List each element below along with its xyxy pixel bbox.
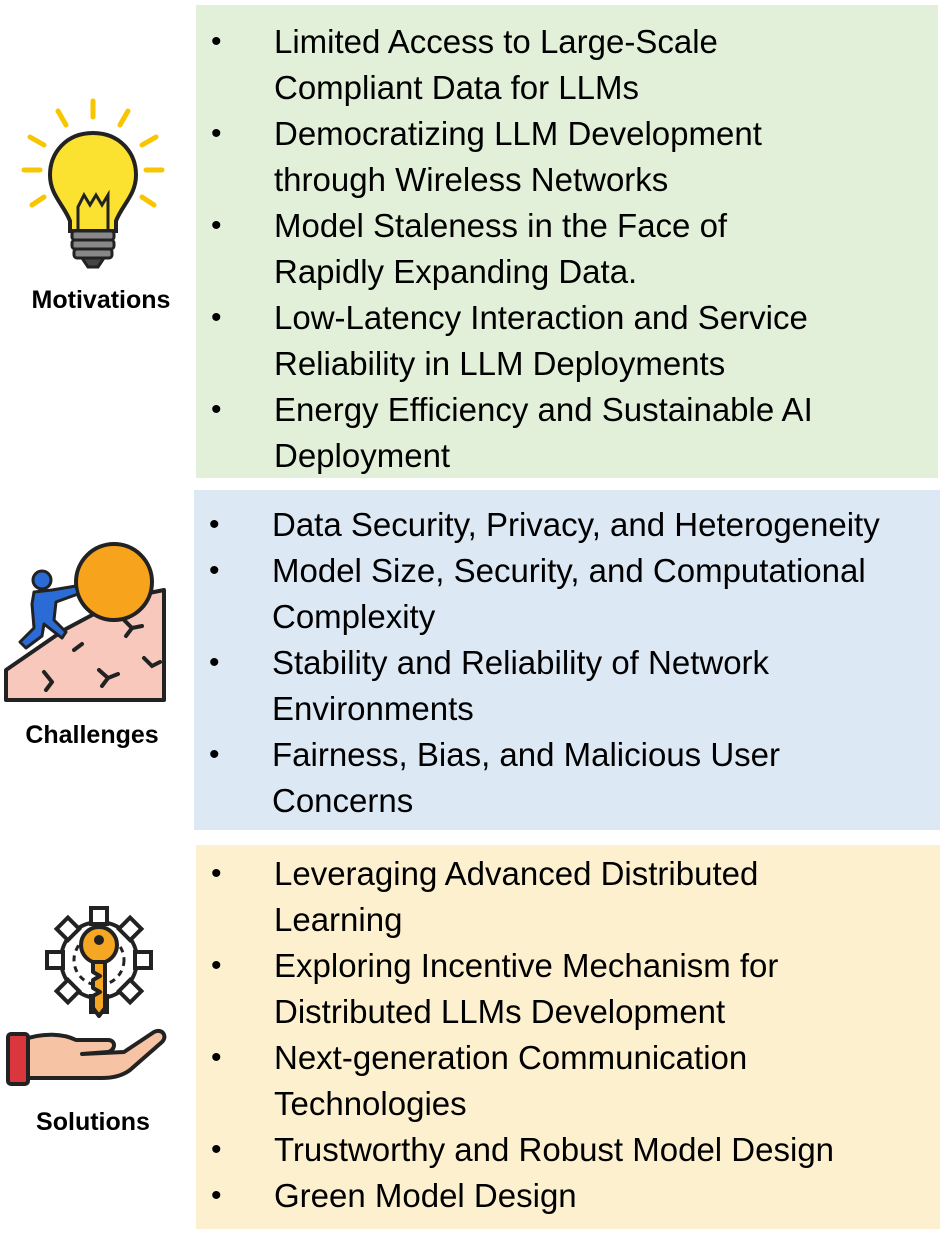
solutions-panel: Leveraging Advanced Distributed Learning… — [196, 845, 940, 1229]
solutions-list: Leveraging Advanced Distributed Learning… — [196, 851, 940, 1219]
list-item: Energy Efficiency and Sustainable AI Dep… — [196, 387, 834, 479]
list-item: Green Model Design — [196, 1173, 874, 1219]
motivations-panel: Limited Access to Large-Scale Compliant … — [196, 5, 938, 478]
list-item: Stability and Reliability of Network Env… — [194, 640, 852, 732]
lightbulb-icon — [18, 95, 168, 280]
hand-key-gear-icon — [4, 900, 169, 1090]
challenges-label: Challenges — [25, 721, 159, 749]
list-item: Fairness, Bias, and Malicious User Conce… — [194, 732, 832, 824]
climber-pushing-boulder-icon — [4, 540, 174, 705]
challenges-list: Data Security, Privacy, and Heterogeneit… — [194, 502, 940, 824]
list-item: Limited Access to Large-Scale Compliant … — [196, 19, 834, 111]
list-item: Exploring Incentive Mechanism for Distri… — [196, 943, 854, 1035]
list-item: Model Staleness in the Face of Rapidly E… — [196, 203, 834, 295]
challenges-panel: Data Security, Privacy, and Heterogeneit… — [194, 490, 940, 830]
list-item: Trustworthy and Robust Model Design — [196, 1127, 934, 1173]
list-item: Low-Latency Interaction and Service Reli… — [196, 295, 834, 387]
list-item: Next-generation Communication Technologi… — [196, 1035, 834, 1127]
list-item: Leveraging Advanced Distributed Learning — [196, 851, 834, 943]
motivations-label: Motivations — [31, 286, 171, 314]
list-item: Model Size, Security, and Computational … — [194, 548, 932, 640]
list-item: Data Security, Privacy, and Heterogeneit… — [194, 502, 947, 548]
list-item: Democratizing LLM Development through Wi… — [196, 111, 874, 203]
solutions-label: Solutions — [36, 1108, 150, 1136]
motivations-list: Limited Access to Large-Scale Compliant … — [196, 19, 938, 479]
